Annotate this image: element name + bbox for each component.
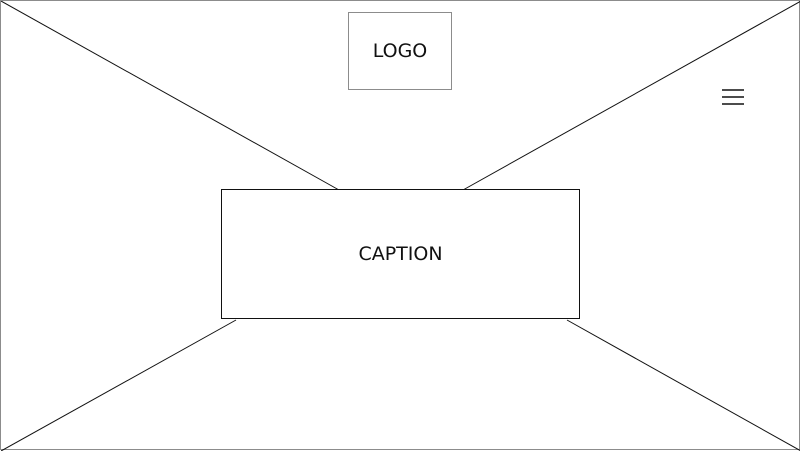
cross-line-bottom-left	[1, 319, 237, 451]
menu-button[interactable]	[716, 84, 750, 110]
cross-line-bottom-right	[566, 319, 800, 451]
hamburger-menu-icon	[722, 89, 744, 105]
logo-text: LOGO	[372, 40, 428, 62]
cross-line-top-left	[1, 1, 340, 191]
caption-text: CAPTION	[358, 243, 443, 265]
caption-box: CAPTION	[221, 189, 580, 319]
logo[interactable]: LOGO	[348, 12, 452, 90]
cross-line-top-right	[462, 1, 800, 191]
